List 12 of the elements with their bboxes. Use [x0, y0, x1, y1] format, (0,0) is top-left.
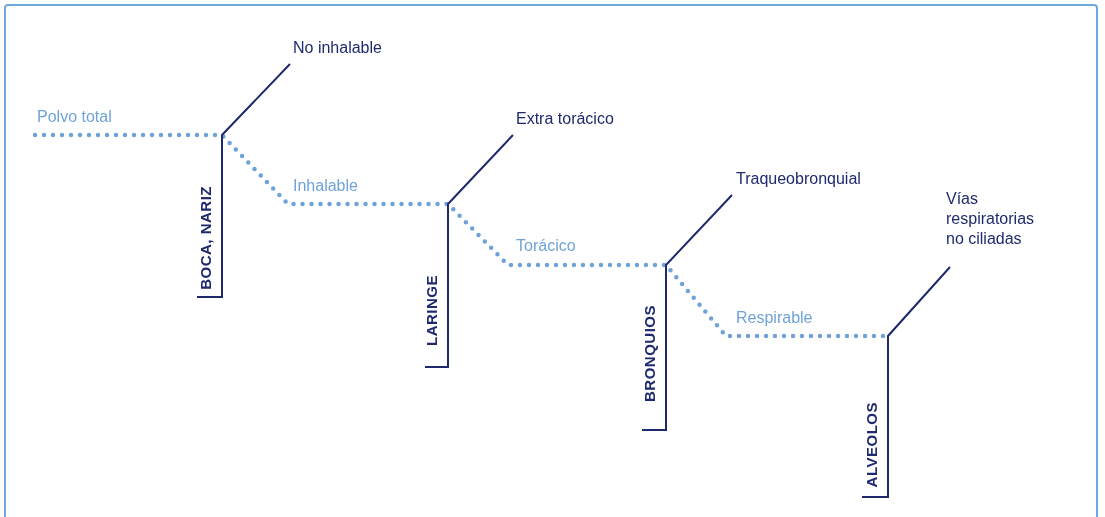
outcome-label: Extra torácico — [516, 109, 614, 129]
fraction-label: Respirable — [736, 308, 813, 328]
region-label: BOCA, NARIZ — [196, 186, 215, 290]
fraction-label: Inhalable — [293, 176, 358, 196]
region-label: ALVEOLOS — [862, 402, 881, 488]
region-label: LARINGE — [422, 275, 441, 346]
outcome-label: No inhalable — [293, 38, 382, 58]
outcome-label: Traqueobronquial — [736, 169, 861, 189]
fraction-label: Polvo total — [37, 107, 112, 127]
fraction-label: Torácico — [516, 236, 576, 256]
region-label: BRONQUIOS — [640, 305, 659, 402]
outcome-label: Vías respiratorias no ciliadas — [946, 189, 1036, 249]
